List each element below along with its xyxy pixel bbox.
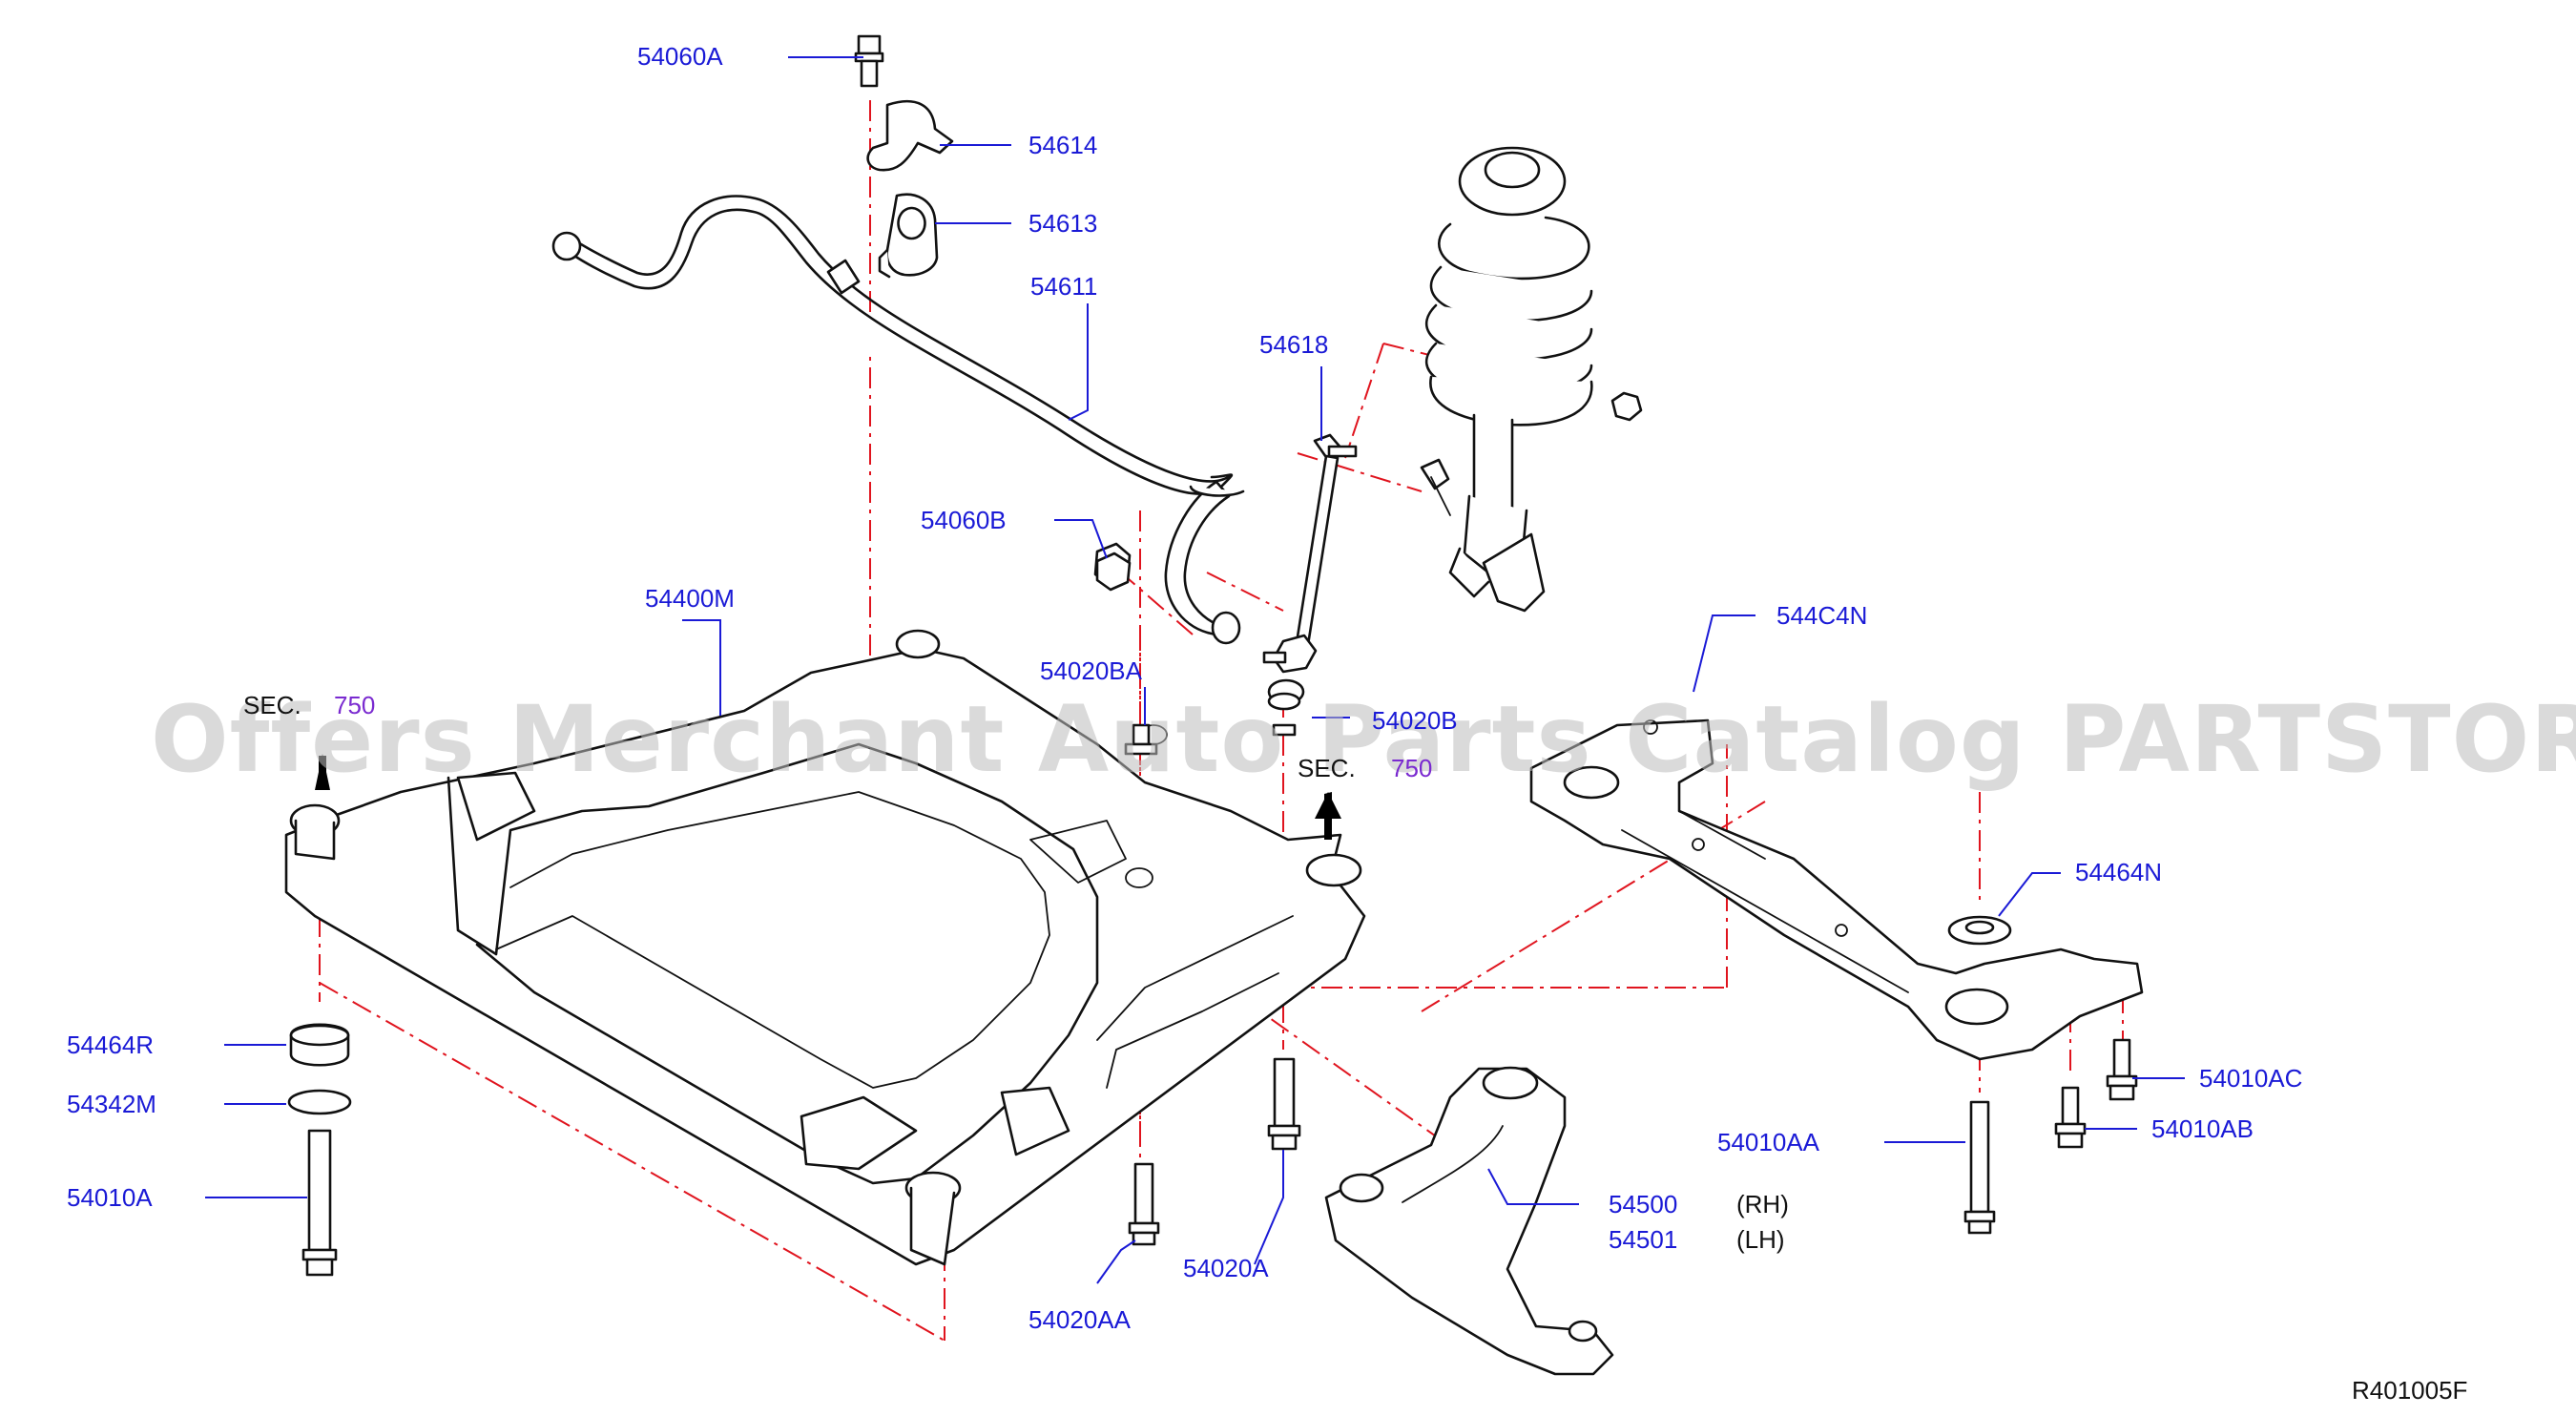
label-54060b[interactable]: 54060B xyxy=(921,506,1007,534)
section-arrows xyxy=(315,754,1341,840)
watermark-text: Offers Merchant Auto Parts Catalog PARTS… xyxy=(151,686,2576,793)
section-ref-2-number[interactable]: 750 xyxy=(1391,754,1432,782)
label-54020b[interactable]: 54020B xyxy=(1372,706,1458,735)
label-54020a[interactable]: 54020A xyxy=(1183,1254,1269,1282)
label-54060a[interactable]: 54060A xyxy=(637,42,723,71)
diagram-code: R401005F xyxy=(2352,1376,2467,1405)
label-54613[interactable]: 54613 xyxy=(1028,209,1097,238)
label-54611[interactable]: 54611 xyxy=(1030,272,1097,301)
front-member-illustration xyxy=(1529,718,2144,1061)
label-54464n[interactable]: 54464N xyxy=(2075,858,2162,886)
label-54614[interactable]: 54614 xyxy=(1028,131,1097,159)
section-references: SEC. 750 SEC. 750 xyxy=(243,691,1432,782)
strut-assembly-illustration xyxy=(1420,146,1643,613)
subframe-illustration xyxy=(284,629,1366,1266)
mount-bushing-stack-illustration xyxy=(287,1023,352,1277)
bushing-clamp-illustration xyxy=(854,34,954,279)
label-54464r[interactable]: 54464R xyxy=(67,1031,154,1059)
label-54501[interactable]: 54501 xyxy=(1609,1225,1677,1254)
label-54500[interactable]: 54500 xyxy=(1609,1190,1677,1218)
label-544c4n[interactable]: 544C4N xyxy=(1776,601,1867,630)
subframe-bolts-illustration xyxy=(1124,692,1301,1246)
nut-54060b-illustration xyxy=(1095,552,1132,592)
washer-54464n-illustration xyxy=(1947,915,2012,946)
label-54342m[interactable]: 54342M xyxy=(67,1090,156,1118)
section-ref-1-number[interactable]: 750 xyxy=(334,691,375,719)
side-label-rh: (RH) xyxy=(1736,1190,1789,1218)
label-54020ba[interactable]: 54020BA xyxy=(1040,656,1143,685)
label-54400m[interactable]: 54400M xyxy=(645,584,735,613)
section-ref-2-prefix[interactable]: SEC. xyxy=(1298,754,1356,782)
side-label-lh: (LH) xyxy=(1736,1225,1785,1254)
label-54010aa[interactable]: 54010AA xyxy=(1717,1128,1820,1156)
label-54010ac[interactable]: 54010AC xyxy=(2199,1064,2302,1093)
section-ref-1-prefix[interactable]: SEC. xyxy=(243,691,301,719)
label-54010ab[interactable]: 54010AB xyxy=(2151,1114,2254,1143)
part-labels: 54060A 54614 54613 54611 54618 54060B 54… xyxy=(67,42,2302,1334)
stabilizer-bar-illustration xyxy=(551,195,1245,645)
front-member-bolts-illustration xyxy=(1963,1038,2138,1235)
label-54020aa[interactable]: 54020AA xyxy=(1028,1305,1132,1334)
leader-lines xyxy=(205,56,2185,1284)
label-54618[interactable]: 54618 xyxy=(1259,330,1328,359)
lower-arm-illustration xyxy=(1324,1066,1614,1376)
label-54010a[interactable]: 54010A xyxy=(67,1183,153,1212)
